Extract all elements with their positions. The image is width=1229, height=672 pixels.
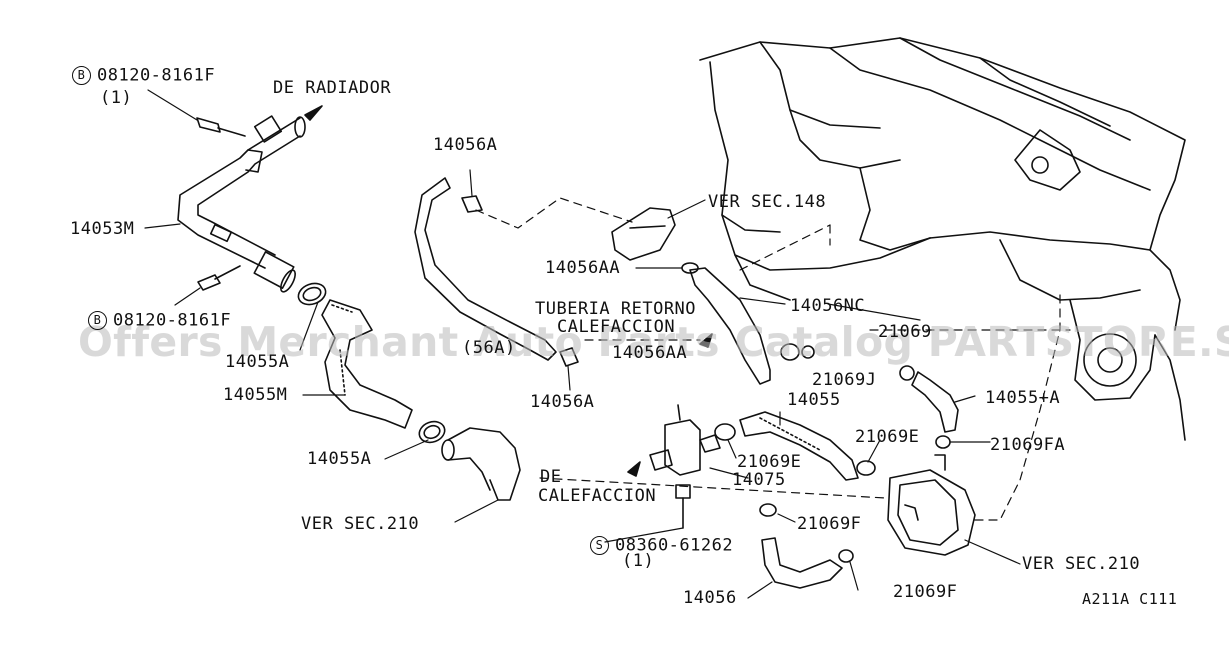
bolt-s [675,484,691,529]
label-14056nc: 14056NC [790,296,866,316]
label-14055m: 14055M [223,385,288,405]
label-14055a-1: 14055A [225,352,290,372]
label-14075: 14075 [732,470,786,490]
clamp-21069j-b [801,345,815,359]
clamp-21069j-a [780,343,800,361]
screw-symbol-icon: S [590,536,609,555]
bolt-symbol-icon: B [88,311,107,330]
bolt-top [196,117,246,137]
valve-14075 [649,404,721,476]
dashed-lines [475,197,1071,521]
bolt-symbol-icon: B [72,66,91,85]
pipe-14053m [177,115,306,293]
label-ver-sec-210-left: VER SEC.210 [301,514,420,534]
leader-lines [144,89,1021,599]
hose-14055m [321,299,413,429]
label-14056a-bottom: 14056A [530,392,595,412]
label-21069f-1: 21069F [797,514,862,534]
label-partial-56a: (56A) [462,338,516,358]
label-21069e-1: 21069E [855,427,920,447]
label-de-radiador: DE RADIADOR [273,78,392,98]
hose-14055-plus-a [911,371,959,433]
clamp-21069f-top [759,503,777,517]
outlet-housing [887,454,976,556]
label-tuberia-calefaccion: CALEFACCION [557,317,676,337]
clip-14056a-bottom [559,347,579,367]
clamp-21069e-left [714,423,736,441]
return-tube [611,207,771,385]
hose-14056a-center [414,177,557,361]
clamp-14055a-bottom [418,420,446,444]
bolt-mid [197,265,241,291]
engine-block [699,37,1186,441]
arrow-tuberia [699,333,713,348]
label-14055-plus-a: 14055+A [985,388,1061,408]
label-14056: 14056 [683,588,737,608]
label-21069fa: 21069FA [990,435,1066,455]
label-de-calefaccion: CALEFACCION [538,486,657,506]
label-14055a-2: 14055A [307,449,372,469]
label-21069j: 21069J [812,370,877,390]
clamp-21069fa [935,435,951,449]
label-tuberia-retorno: TUBERIA RETORNO [535,299,697,319]
label-14053m: 14053M [70,219,135,239]
label-ref-code: A211A C111 [1082,590,1178,608]
label-21069e-2: 21069E [737,452,802,472]
label-14056aa: 14056AA [545,258,621,278]
clamp-21069f-bottom [838,549,854,563]
label-partial-21069: 21069 [878,322,932,342]
label-21069f-2: 21069F [893,582,958,602]
label-ver-sec-148: VER SEC.148 [708,192,827,212]
watermark: Offers Merchant Auto Parts Catalog PARTS… [78,318,1229,366]
arrow-de-calefaccion [627,461,641,477]
clamp-21069j [899,365,915,381]
label-de-1: DE [540,467,562,487]
hose-14055 [739,411,859,481]
label-bolt-s-qty: (1) [622,551,655,571]
clamp-14055a-top [297,282,327,306]
clip-14056a-top [461,195,483,213]
label-14055: 14055 [787,390,841,410]
arrow-de-radiador [304,105,323,121]
label-ver-sec-210-right: VER SEC.210 [1022,554,1141,574]
pipe-heater-left [441,427,521,501]
label-14056a-top: 14056A [433,135,498,155]
clamp-21069e-right [856,460,876,476]
label-bolt-top-qty: (1) [100,88,133,108]
hose-14056 [761,537,843,589]
label-partial-14056aa: 14056AA [612,343,688,363]
